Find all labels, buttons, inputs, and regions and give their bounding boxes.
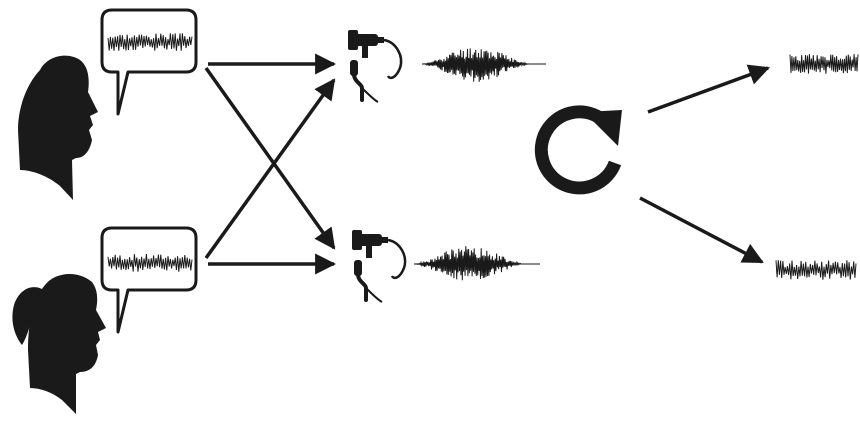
arrow-to-output-2 bbox=[639, 196, 764, 264]
female-head-silhouette-icon bbox=[12, 274, 106, 414]
arrow-speaker2-mic1 bbox=[204, 78, 336, 260]
output-arrows bbox=[639, 64, 770, 264]
mixed-recording-waveform-2 bbox=[414, 246, 540, 281]
mixed-recording-waveform-1 bbox=[422, 48, 546, 82]
speech-bubble-1 bbox=[100, 8, 198, 116]
mixing-arrows bbox=[204, 53, 337, 275]
arrow-speaker1-mic2 bbox=[204, 66, 336, 250]
separated-waveform-1 bbox=[789, 54, 859, 74]
speech-waveform-2 bbox=[107, 254, 193, 272]
refresh-cycle-icon bbox=[534, 105, 622, 195]
arrow-to-output-1 bbox=[647, 64, 770, 114]
speech-bubble-2 bbox=[100, 226, 198, 334]
microphone-icon bbox=[352, 230, 407, 303]
separated-waveform-2 bbox=[775, 260, 857, 280]
microphone-icon bbox=[348, 30, 403, 103]
speech-waveform-1 bbox=[107, 33, 193, 51]
male-head-silhouette-icon bbox=[18, 55, 98, 201]
